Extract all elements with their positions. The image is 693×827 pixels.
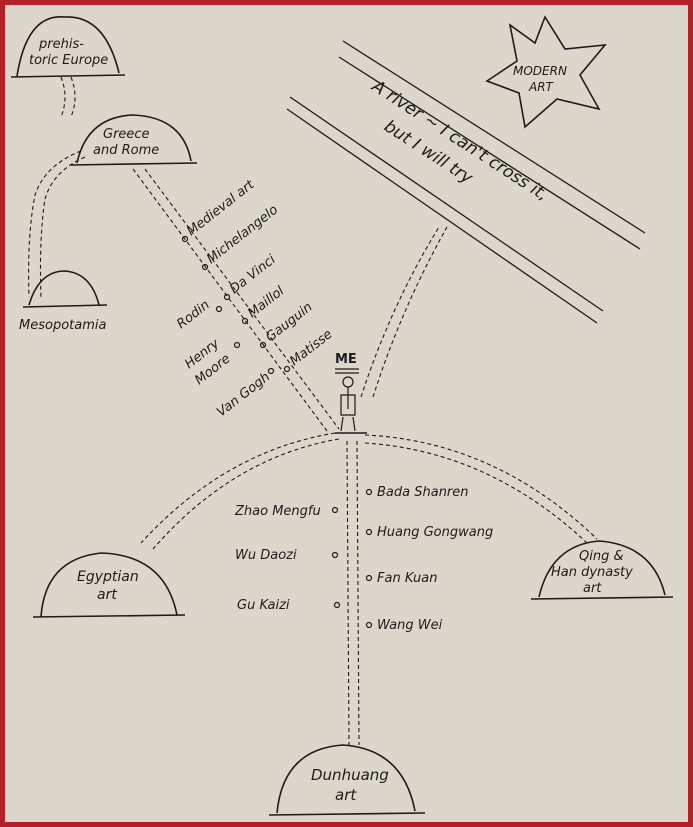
zhao-mengfu-dot (331, 506, 339, 514)
wu-daozi-dot (331, 551, 339, 559)
path-me-dunhuang (346, 440, 360, 746)
modern-art-label-2: ART (528, 80, 555, 94)
map-page: prehis- toric Europe Greece and Rome Mes… (5, 5, 688, 822)
artist-gu-kaizi: Gu Kaizi (237, 598, 290, 613)
mound-qing-han: Qing & Han dynasty art (530, 540, 674, 600)
path-me-egyptian (140, 432, 340, 550)
artist-huang-gongwang: Huang Gongwang (377, 525, 493, 540)
artist-wang-wei: Wang Wei (377, 618, 443, 633)
matisse-dot (283, 365, 291, 373)
artist-wu-daozi: Wu Daozi (235, 548, 297, 563)
dunhuang-label-2: art (335, 786, 357, 804)
star-modern-art: MODERN ART (485, 15, 607, 129)
path-me-qing (364, 434, 598, 544)
egyptian-label-1: Egyptian (77, 569, 139, 585)
gauguin-dot (259, 341, 267, 349)
me-label: ME (335, 352, 357, 367)
prehistoric-europe-label-1: prehis- (38, 37, 84, 52)
artist-maillol: Maillol (245, 283, 287, 321)
egyptian-label-2: art (97, 587, 117, 603)
da-vinci-dot (223, 293, 231, 301)
path-greece-me (132, 168, 340, 432)
gu-kaizi-dot (333, 601, 341, 609)
path-prehistoric-greece (60, 76, 76, 118)
maillol-dot (241, 317, 249, 325)
prehistoric-europe-label-2: toric Europe (29, 53, 108, 68)
huang-gongwang-dot (365, 528, 373, 536)
rodin-dot (215, 305, 223, 313)
artist-rodin: Rodin (174, 297, 212, 332)
greece-rome-label-2: and Rome (93, 143, 159, 158)
artist-zhao-mengfu: Zhao Mengfu (234, 504, 321, 519)
me-head (342, 376, 354, 388)
mound-dunhuang: Dunhuang art (268, 744, 426, 816)
van-gogh-dot (267, 367, 275, 375)
mound-egyptian: Egyptian art (32, 552, 186, 618)
me-figure: ME (335, 352, 367, 434)
western-artists: Medieval art Michelangelo Da Vinci Maill… (174, 177, 335, 420)
wang-wei-dot (365, 621, 373, 629)
artist-van-gogh: Van Gogh (214, 370, 273, 421)
qing-han-label-3: art (583, 581, 602, 596)
chinese-artists: Zhao Mengfu Wu Daozi Gu Kaizi Bada Shanr… (234, 485, 493, 633)
mound-mesopotamia: Mesopotamia (19, 270, 108, 333)
greece-rome-label-1: Greece (103, 127, 150, 142)
fan-kuan-dot (365, 574, 373, 582)
qing-han-label-1: Qing & (579, 549, 624, 564)
river: A river ~ I can't cross it, but I will t… (286, 40, 646, 324)
artist-matisse: Matisse (287, 327, 335, 369)
dunhuang-label-1: Dunhuang (311, 766, 389, 784)
modern-art-label-1: MODERN (513, 64, 567, 78)
artist-bada-shanren: Bada Shanren (377, 485, 469, 500)
path-me-river (360, 226, 448, 398)
bada-shanren-dot (365, 488, 373, 496)
artist-fan-kuan: Fan Kuan (377, 571, 437, 586)
path-greece-mesopotamia (28, 150, 86, 298)
art-map-diagram: prehis- toric Europe Greece and Rome Mes… (10, 15, 674, 816)
mound-greece-rome: Greece and Rome (70, 114, 198, 166)
mesopotamia-label: Mesopotamia (19, 318, 106, 333)
mound-prehistoric-europe: prehis- toric Europe (10, 16, 126, 78)
henry-moore-dot (233, 341, 241, 349)
qing-han-label-2: Han dynasty (551, 565, 633, 580)
michelangelo-dot (201, 263, 209, 271)
medieval-art-dot (181, 235, 189, 243)
